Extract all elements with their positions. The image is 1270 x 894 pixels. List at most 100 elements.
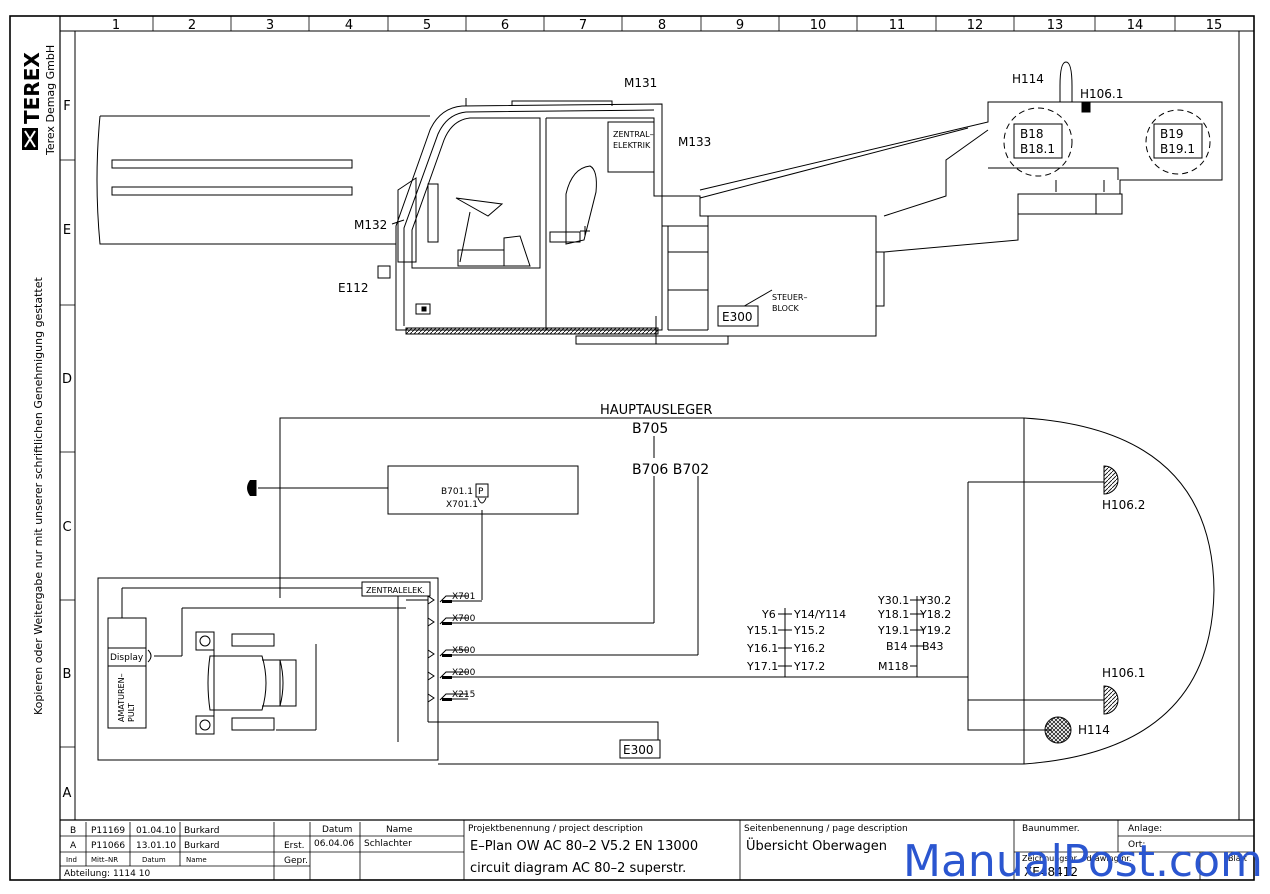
label-b706-b702: B706 B702 bbox=[632, 462, 709, 478]
hdr-name: Name bbox=[186, 856, 207, 864]
upper-e300-box bbox=[717, 305, 759, 327]
project-description-line2: circuit diagram AC 80–2 superstr. bbox=[470, 861, 686, 876]
label-h106-1-upper: H106.1 bbox=[1080, 87, 1123, 101]
label-y14-y114: Y14/Y114 bbox=[793, 608, 846, 621]
page-description-value: Übersicht Oberwagen bbox=[746, 837, 887, 854]
logo-text: TEREX bbox=[20, 52, 44, 124]
label-x701: X701 bbox=[452, 592, 475, 602]
grid-col-2: 2 bbox=[188, 18, 196, 33]
label-y16-1: Y16.1 bbox=[746, 642, 778, 655]
rev-a-name: Burkard bbox=[184, 841, 219, 851]
label-h106-2: H106.2 bbox=[1102, 498, 1145, 512]
title-block-grid bbox=[60, 820, 1254, 880]
grid-column-dividers bbox=[152, 16, 1176, 31]
grid-col-3: 3 bbox=[266, 18, 274, 33]
grid-col-12: 12 bbox=[967, 18, 984, 33]
erst-name: Schlachter bbox=[364, 839, 412, 849]
upper-body-outline bbox=[580, 61, 1223, 344]
drawing-nr-value: XE48412 bbox=[1024, 865, 1078, 879]
blatt-label: Blatt bbox=[1228, 854, 1247, 863]
lower-e300-box bbox=[619, 739, 661, 759]
project-description-line1: E–Plan OW AC 80–2 V5.2 EN 13000 bbox=[470, 839, 698, 854]
label-m118: M118 bbox=[878, 660, 909, 673]
label-y18-1: Y18.1 bbox=[877, 608, 909, 621]
drawing-frame bbox=[9, 15, 1255, 881]
label-steuerblock-2: BLOCK bbox=[772, 304, 800, 313]
grid-row-e: E bbox=[63, 223, 71, 238]
hdr-ind: Ind bbox=[66, 856, 77, 864]
label-h106-1-lower: H106.1 bbox=[1102, 666, 1145, 680]
lamp-h106-2 bbox=[1103, 465, 1119, 495]
drawing-nr-label: Zeichnungsnr. / drawing nr. bbox=[1022, 854, 1131, 863]
label-zentralelek: ZENTRALELEK. bbox=[366, 586, 425, 595]
title-block-text: B P11169 01.04.10 Burkard A P11066 13.01… bbox=[64, 824, 1247, 879]
label-y15-2: Y15.2 bbox=[793, 624, 825, 637]
erst-datum: 06.04.06 bbox=[314, 839, 354, 849]
label-x200: X200 bbox=[452, 668, 476, 678]
cab-outline bbox=[377, 98, 729, 345]
anlage-label: Anlage: bbox=[1128, 824, 1162, 834]
label-x701-1: X701.1 bbox=[446, 500, 478, 510]
hdr-mitt: Mitt–NR bbox=[91, 856, 118, 864]
label-b19: B19 bbox=[1160, 127, 1184, 141]
grid-col-11: 11 bbox=[889, 18, 906, 33]
lamp-h114 bbox=[1044, 716, 1072, 744]
label-b18-1: B18.1 bbox=[1020, 142, 1055, 156]
label-y15-1: Y15.1 bbox=[746, 624, 778, 637]
grid-row-dividers bbox=[60, 159, 75, 748]
label-b18: B18 bbox=[1020, 127, 1044, 141]
label-y17-1: Y17.1 bbox=[746, 660, 778, 673]
wiring-lines bbox=[406, 476, 1104, 740]
grid-row-d: D bbox=[62, 372, 72, 387]
label-y30-2: Y30.2 bbox=[919, 594, 951, 607]
col-name: Name bbox=[386, 825, 413, 835]
boom-outline bbox=[96, 115, 430, 245]
rev-b-datum: 01.04.10 bbox=[136, 826, 176, 836]
label-y17-2: Y17.2 bbox=[793, 660, 825, 673]
label-y30-1: Y30.1 bbox=[877, 594, 909, 607]
connector-pins bbox=[442, 600, 452, 701]
label-steuerblock-1: STEUER– bbox=[772, 293, 808, 302]
grid-col-10: 10 bbox=[810, 18, 827, 33]
grid-col-7: 7 bbox=[579, 18, 587, 33]
terex-logo: TEREX bbox=[20, 52, 44, 150]
grid-col-14: 14 bbox=[1127, 18, 1144, 33]
baunummer-label: Baunummer. bbox=[1022, 824, 1080, 834]
rev-a-mitt: P11066 bbox=[91, 841, 125, 851]
label-zentral-elektrik-2: ELEKTRIK bbox=[613, 141, 651, 150]
cable-end-symbol bbox=[247, 480, 256, 496]
grid-col-13: 13 bbox=[1047, 18, 1064, 33]
label-h114-lower: H114 bbox=[1078, 723, 1110, 737]
label-m131: M131 bbox=[624, 76, 657, 90]
grid-col-9: 9 bbox=[736, 18, 744, 33]
grid-col-1: 1 bbox=[112, 18, 120, 33]
label-b43: B43 bbox=[922, 640, 944, 653]
grid-row-c: C bbox=[62, 520, 71, 535]
label-hauptausleger: HAUPTAUSLEGER bbox=[600, 403, 712, 418]
label-y19-2: Y19.2 bbox=[919, 624, 951, 637]
label-y6: Y6 bbox=[761, 608, 776, 621]
label-amaturen-1: AMATUREN– bbox=[117, 673, 126, 722]
label-zentral-elektrik-1: ZENTRAL– bbox=[613, 130, 654, 139]
watermark: ManualPost.com bbox=[903, 836, 1263, 887]
rev-a-datum: 13.01.10 bbox=[136, 841, 176, 851]
copyright-note: Kopieren oder Weitergabe nur mit unserer… bbox=[32, 276, 45, 715]
b701-sensor-box bbox=[255, 465, 579, 600]
erst-label: Erst. bbox=[284, 841, 304, 851]
grid-column-labels: 1 2 3 4 5 6 7 8 9 10 11 12 13 14 15 bbox=[112, 18, 1222, 33]
rev-a-ind: A bbox=[70, 841, 77, 851]
label-h114-upper: H114 bbox=[1012, 72, 1044, 86]
grid-row-b: B bbox=[63, 667, 72, 682]
lamp-h106-1 bbox=[1103, 685, 1119, 715]
operator-cabin-box bbox=[97, 577, 439, 761]
grid-col-6: 6 bbox=[501, 18, 509, 33]
page-description-label: Seitenbenennung / page description bbox=[744, 824, 908, 834]
ort-label: Ort: bbox=[1128, 840, 1145, 850]
label-e300-upper: E300 bbox=[722, 310, 753, 324]
hauptausleger-outline bbox=[279, 417, 1215, 765]
label-amaturen-2: PULT bbox=[127, 703, 136, 722]
lower-labels: HAUPTAUSLEGER B705 B706 B702 B701.1 P X7… bbox=[110, 403, 1145, 757]
label-e300-lower: E300 bbox=[623, 743, 654, 757]
grid-col-15: 15 bbox=[1206, 18, 1223, 33]
